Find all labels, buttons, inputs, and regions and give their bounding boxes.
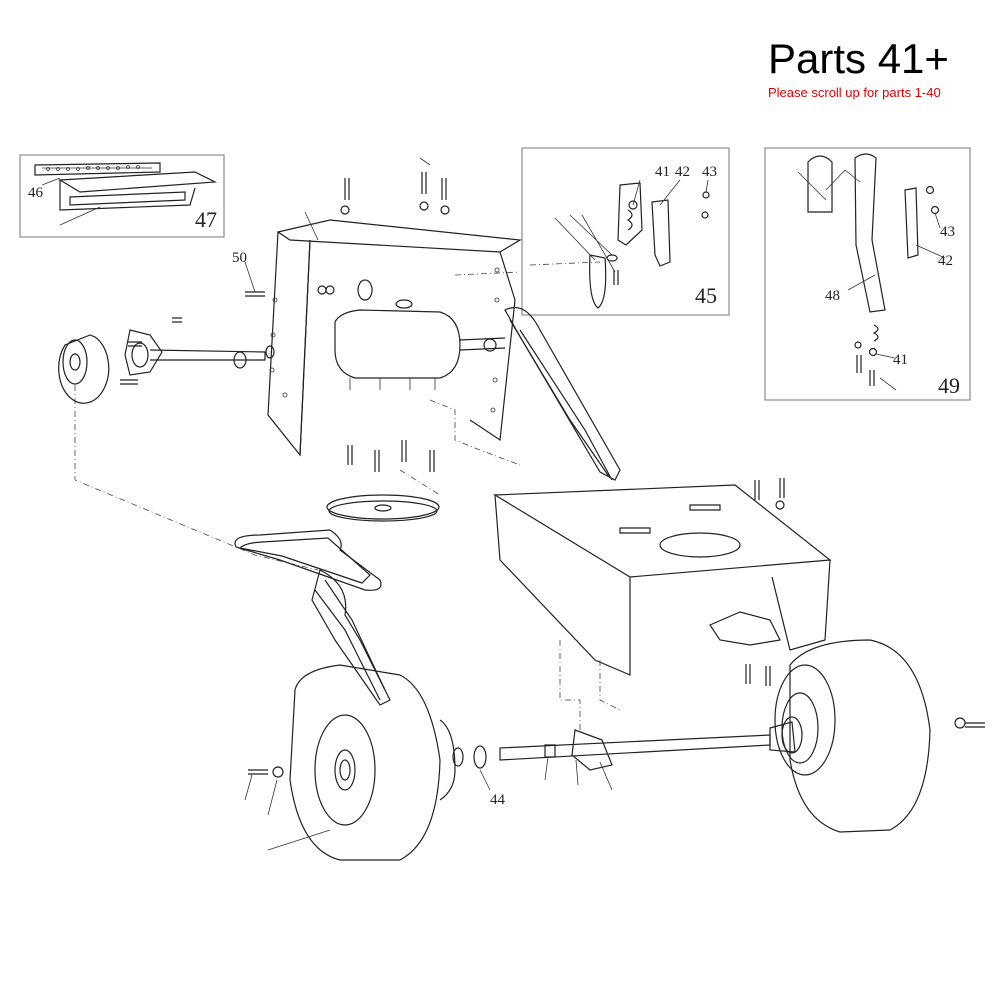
callout-47: 47 bbox=[195, 207, 217, 232]
callout-41-b: 41 bbox=[893, 352, 908, 368]
inset-48-49: 48 42 43 41 49 bbox=[764, 147, 971, 401]
callout-44: 44 bbox=[490, 792, 506, 808]
rail-holes bbox=[46, 165, 140, 171]
callout-48: 48 bbox=[825, 288, 840, 304]
callout-43-a: 43 bbox=[702, 164, 717, 180]
inset-46-47: 46 47 bbox=[19, 154, 225, 238]
lower-chassis bbox=[492, 478, 832, 686]
callout-41-a: 41 bbox=[655, 164, 670, 180]
belt-and-pulley bbox=[234, 306, 621, 706]
page-subtitle: Please scroll up for parts 1-40 bbox=[768, 85, 941, 100]
top-bolts bbox=[340, 172, 450, 215]
callout-42-b: 42 bbox=[938, 253, 953, 269]
lower-bolts bbox=[347, 440, 435, 472]
frame-bolts bbox=[269, 267, 500, 413]
left-pulley-assembly bbox=[58, 317, 275, 404]
callout-50: 50 bbox=[232, 250, 247, 266]
assembly-guide-lines bbox=[74, 261, 621, 730]
page-title: Parts 41+ bbox=[768, 35, 949, 82]
upper-frame-assembly: 50 bbox=[232, 157, 522, 472]
callout-49: 49 bbox=[938, 373, 960, 398]
inset-41-45: 41 42 43 45 bbox=[521, 147, 730, 316]
callout-45: 45 bbox=[695, 283, 717, 308]
rear-axle-assembly: 44 bbox=[244, 639, 985, 861]
callout-46: 46 bbox=[28, 185, 44, 201]
callout-43-b: 43 bbox=[940, 224, 955, 240]
callout-42-a: 42 bbox=[675, 164, 690, 180]
